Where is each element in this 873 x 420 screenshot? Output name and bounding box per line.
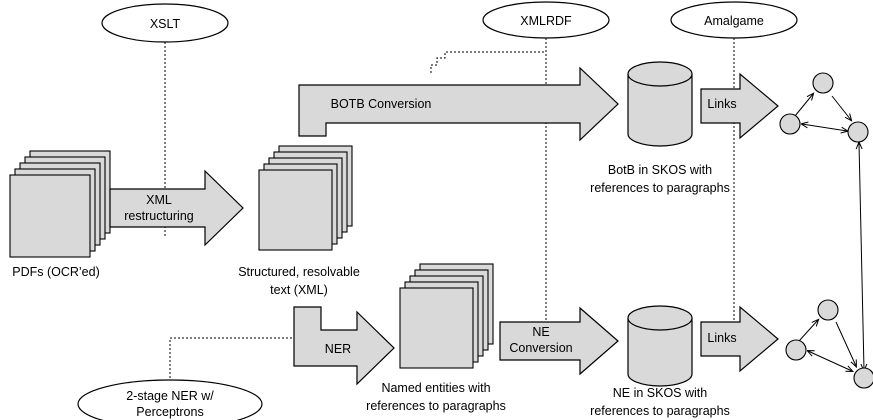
structured-label-line2: text (XML)	[270, 283, 328, 297]
amalgame-label: Amalgame	[704, 14, 764, 28]
linked-graph-bottom	[785, 299, 873, 389]
xml-restructuring-label-line1: XML	[146, 193, 172, 207]
xslt-tool: XSLT	[101, 3, 229, 43]
xmlrdf-label: XMLRDF	[520, 14, 572, 28]
xml-restructuring-arrow: XML restructuring	[109, 169, 244, 247]
botb-skos-label-line1: BotB in SKOS with	[608, 163, 712, 177]
structured-label-line1: Structured, resolvable	[238, 265, 360, 279]
ner-tool-label-line2: Perceptrons	[136, 405, 203, 419]
ner-arrow: NER	[293, 306, 395, 386]
pdf-document-stack	[9, 150, 111, 258]
ner-tool-connector	[169, 337, 294, 382]
xmlrdf-connector-top	[430, 38, 547, 75]
graph-node	[779, 113, 801, 135]
links-arrow-top: Links	[700, 72, 779, 140]
links-arrow-bottom: Links	[700, 305, 779, 373]
graph-link-edge	[859, 143, 864, 370]
graph-node	[785, 339, 807, 361]
linked-graph-top	[779, 72, 869, 143]
botb-skos-label-line2: references to paragraphs	[590, 181, 730, 195]
botb-conversion-label: BOTB Conversion	[331, 97, 432, 111]
links-top-label: Links	[707, 97, 736, 111]
amalgame-tool: Amalgame	[670, 1, 798, 39]
named-entities-label-line1: Named entities with	[381, 381, 490, 395]
botb-skos-database	[627, 61, 693, 147]
pdfs-label: PDFs (OCR’ed)	[12, 265, 100, 279]
ne-conversion-label-line2: Conversion	[509, 341, 572, 355]
xml-restructuring-label-line2: restructuring	[124, 209, 194, 223]
ne-skos-label-line1: NE in SKOS with	[613, 386, 708, 400]
graph-node	[853, 367, 873, 389]
xslt-label: XSLT	[150, 17, 181, 31]
ne-skos-database	[627, 305, 693, 387]
named-entities-label-line2: references to paragraphs	[366, 399, 506, 413]
ner-tool: 2-stage NER w/ Perceptrons	[77, 379, 263, 420]
structured-xml-stack	[258, 145, 353, 251]
graph-node	[847, 121, 869, 143]
links-bottom-label: Links	[707, 331, 736, 345]
named-entities-stack	[399, 263, 494, 369]
ne-skos-label-line2: references to paragraphs	[590, 404, 730, 418]
ner-tool-label-line1: 2-stage NER w/	[126, 389, 214, 403]
ne-conversion-label-line1: NE	[532, 325, 549, 339]
graph-node	[817, 299, 839, 321]
botb-conversion-arrow: BOTB Conversion	[298, 66, 619, 142]
graph-node	[812, 72, 834, 94]
ner-label: NER	[325, 342, 351, 356]
ne-conversion-arrow: NE Conversion	[499, 306, 619, 376]
xmlrdf-tool: XMLRDF	[482, 1, 610, 39]
